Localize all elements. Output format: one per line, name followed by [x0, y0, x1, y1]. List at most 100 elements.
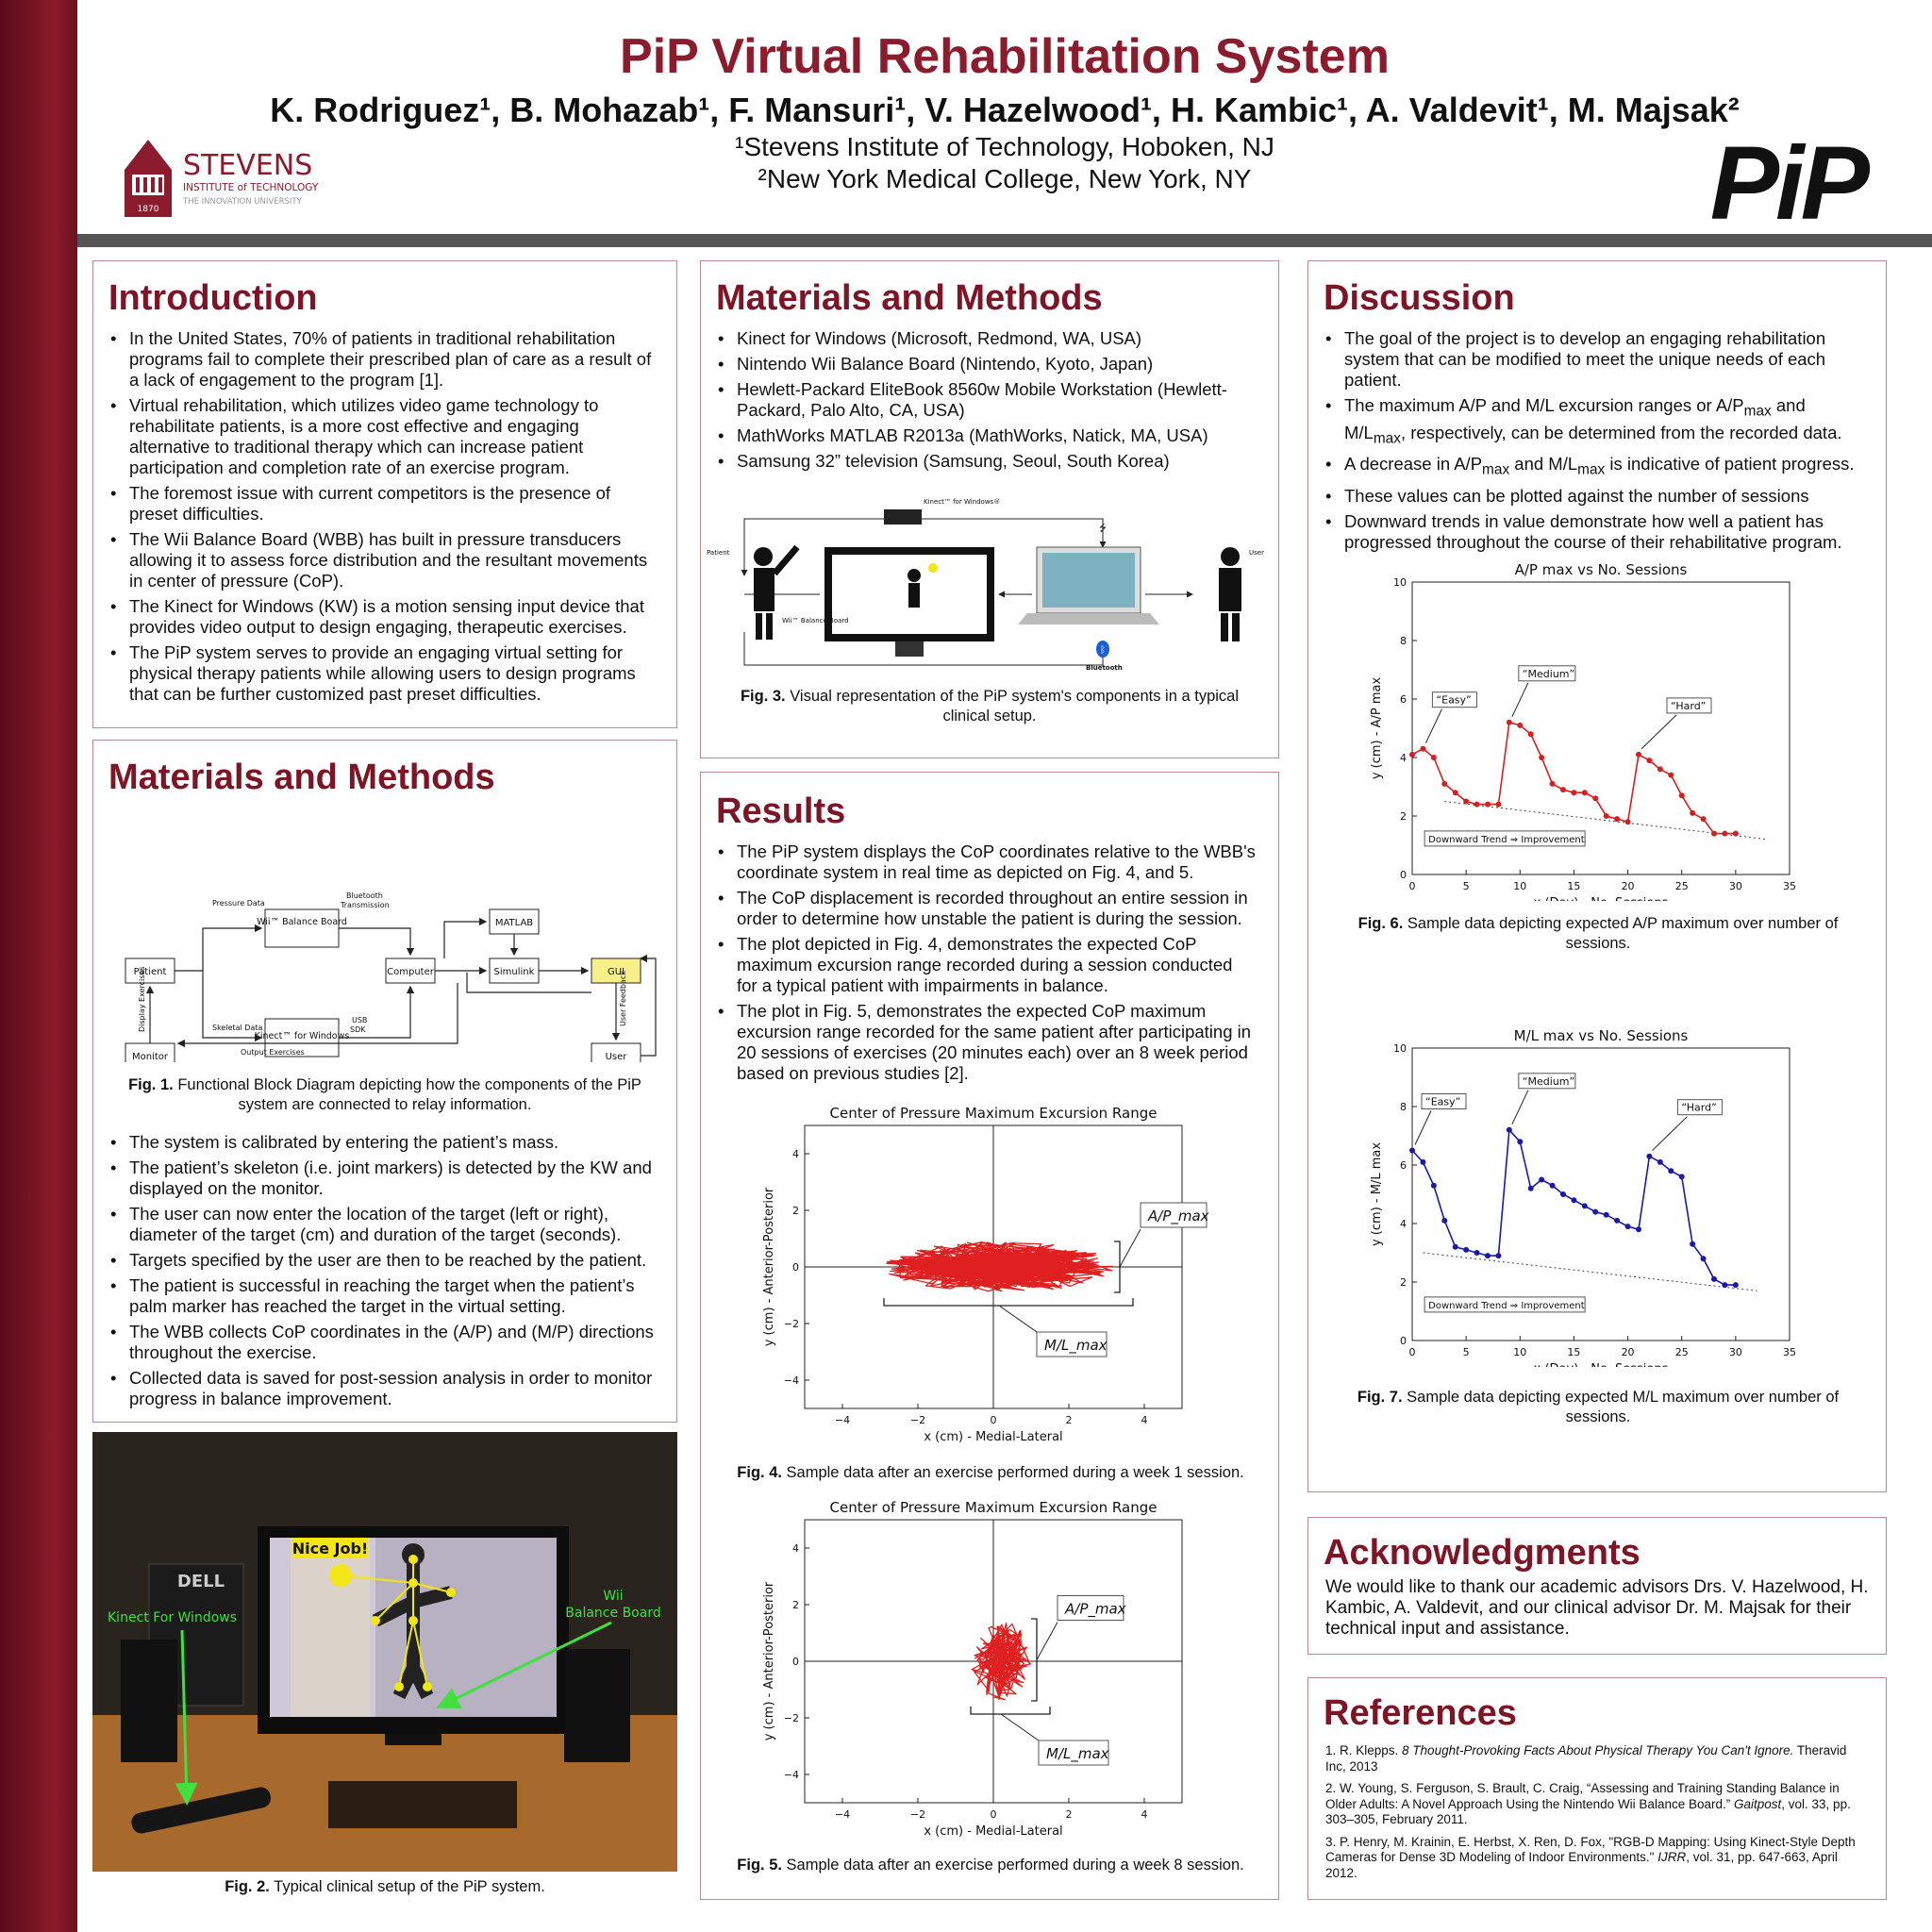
y-tick-label: 6 [1400, 1159, 1407, 1172]
annotation-label: “Medium” [1523, 668, 1574, 680]
annotation-box [1421, 1093, 1467, 1109]
x-tick-label: −4 [835, 1808, 850, 1821]
x-tick-label: 30 [1729, 1346, 1742, 1358]
fig7-caption-text: Sample data depicting expected M/L maxim… [1402, 1389, 1840, 1425]
data-point [1571, 1197, 1577, 1204]
discussion-panel: Discussion The goal of the project is to… [1307, 260, 1887, 1492]
data-point [1420, 1158, 1426, 1165]
data-point [1581, 1203, 1588, 1209]
annotation-arrow [1414, 1110, 1432, 1145]
data-point [1646, 758, 1653, 764]
discussion-list: The goal of the project is to develop an… [1324, 328, 1865, 553]
list-item: The user can now enter the location of t… [108, 1204, 656, 1245]
bluetooth-icon [1096, 641, 1109, 658]
data-point [1409, 751, 1415, 758]
pip-logo: PiP [1709, 125, 1870, 242]
nice-job-text: Nice Job! [292, 1540, 368, 1557]
list-item: The WBB collects CoP coordinates in the … [108, 1322, 656, 1363]
fig2-label: Fig. 2. [225, 1878, 270, 1895]
fig1-label: Fig. 1. [128, 1076, 174, 1093]
poster-authors: K. Rodriguez¹, B. Mohazab¹, F. Mansuri¹,… [270, 91, 1740, 129]
results-heading: Results [716, 791, 846, 831]
label-sdk: SDK [350, 1025, 366, 1034]
y-tick-label: 2 [792, 1205, 799, 1217]
fig3-patient-label: Patient [707, 549, 730, 557]
introduction-panel: Introduction In the United States, 70% o… [92, 260, 677, 728]
x-tick-label: 0 [991, 1808, 997, 1821]
dell-brand-text: DELL [177, 1572, 225, 1591]
block-gui-label: GUI [608, 967, 625, 977]
poster-header: PiP Virtual Rehabilitation System K. Rod… [77, 0, 1932, 242]
annotation-box [1518, 665, 1576, 682]
x-tick-label: 4 [1141, 1808, 1148, 1821]
label-pressure-data: Pressure Data [212, 899, 265, 908]
fig4-caption: Fig. 4. Sample data after an exercise pe… [701, 1463, 1280, 1483]
data-point [1495, 1253, 1502, 1259]
cop-trace [886, 1241, 1113, 1292]
data-point [1732, 1282, 1739, 1289]
patient-icon [754, 568, 774, 611]
reference-3: 3. P. Henry, M. Krainin, E. Herbst, X. R… [1325, 1834, 1856, 1880]
block-wbb-label: Wii™ Balance Board [257, 917, 347, 927]
data-point [1549, 1182, 1556, 1189]
x-tick-label: 0 [991, 1414, 997, 1426]
user-icon [1219, 568, 1241, 611]
x-axis-label: x (Day) - No. Sessions [1534, 1362, 1669, 1367]
methods-panel-left: Materials and Methods Patient Wii™ Balan… [92, 740, 677, 1423]
y-tick-label: −4 [784, 1769, 799, 1781]
annotation-box [1431, 691, 1477, 708]
svg-text:ᛒ: ᛒ [1100, 645, 1106, 656]
data-point [1441, 1217, 1448, 1224]
stevens-logo: 1870 STEVENS INSTITUTE of TECHNOLOGY THE… [115, 132, 398, 226]
trend-label-box [1424, 830, 1586, 847]
fig4-cop-chart: Center of Pressure Maximum Excursion Ran… [762, 1105, 1209, 1444]
ap-pointer [1036, 1622, 1058, 1660]
kinect-label: Kinect For Windows [108, 1610, 237, 1625]
fig3-kinect-label: Kinect™ for Windows® [924, 498, 1000, 506]
list-item: Samsung 32” television (Samsung, Seoul, … [716, 451, 1257, 472]
y-axis-label: y (cm) - Anterior-Posterior [762, 1581, 776, 1740]
balance-board-label: Balance Board [565, 1606, 660, 1621]
list-item: The maximum A/P and M/L excursion ranges… [1324, 395, 1865, 449]
data-point [1527, 731, 1534, 738]
trend-label: Downward Trend ⇒ Improvement [1428, 835, 1585, 845]
sidebar-stripe [0, 0, 77, 1932]
block-computer-label: Computer [387, 967, 435, 977]
trend-label-box [1424, 1296, 1586, 1313]
data-point [1539, 1176, 1545, 1183]
ml-label: M/L_max [1044, 1337, 1108, 1355]
fig2-photo: DELL Nice Job! Kinect For Windows Wii Ba… [92, 1432, 677, 1872]
list-item: The PiP system displays the CoP coordina… [716, 841, 1257, 883]
data-point [1409, 1147, 1415, 1154]
fig3-wbb-label: Wii™ Balance Board [782, 617, 849, 625]
fig2-caption: Fig. 2. Typical clinical setup of the Pi… [92, 1877, 677, 1897]
block-wbb [264, 908, 340, 948]
list-item: The patient’s skeleton (i.e. joint marke… [108, 1158, 656, 1199]
list-item: The system is calibrated by entering the… [108, 1132, 656, 1153]
ml-pointer [1000, 1713, 1040, 1741]
methods-heading-2: Materials and Methods [716, 278, 1103, 318]
data-point [1549, 780, 1556, 787]
fig5-caption-text: Sample data after an exercise performed … [781, 1857, 1244, 1874]
data-point [1485, 801, 1491, 808]
annotation-label: “Hard” [1681, 1102, 1716, 1114]
data-point [1430, 1182, 1437, 1189]
data-point [1517, 722, 1524, 728]
poster-title: PiP Virtual Rehabilitation System [620, 29, 1390, 84]
y-tick-label: 8 [1400, 1101, 1407, 1113]
fig5-label: Fig. 5. [737, 1857, 782, 1874]
x-tick-label: 25 [1675, 880, 1689, 892]
data-point [1722, 1282, 1728, 1289]
label-bluetooth: Bluetooth [346, 891, 383, 900]
data-point [1474, 801, 1480, 808]
data-point [1668, 1168, 1674, 1174]
data-point [1420, 745, 1426, 752]
fig3-label: Fig. 3. [740, 688, 786, 705]
list-item: A decrease in A/Pmax and M/Lmax is indic… [1324, 454, 1865, 481]
data-point [1441, 780, 1448, 787]
list-item: Kinect for Windows (Microsoft, Redmond, … [716, 328, 1257, 349]
annotation-arrow [1652, 1116, 1688, 1152]
annotation-arrow [1511, 682, 1529, 718]
fig5-caption: Fig. 5. Sample data after an exercise pe… [701, 1856, 1280, 1875]
